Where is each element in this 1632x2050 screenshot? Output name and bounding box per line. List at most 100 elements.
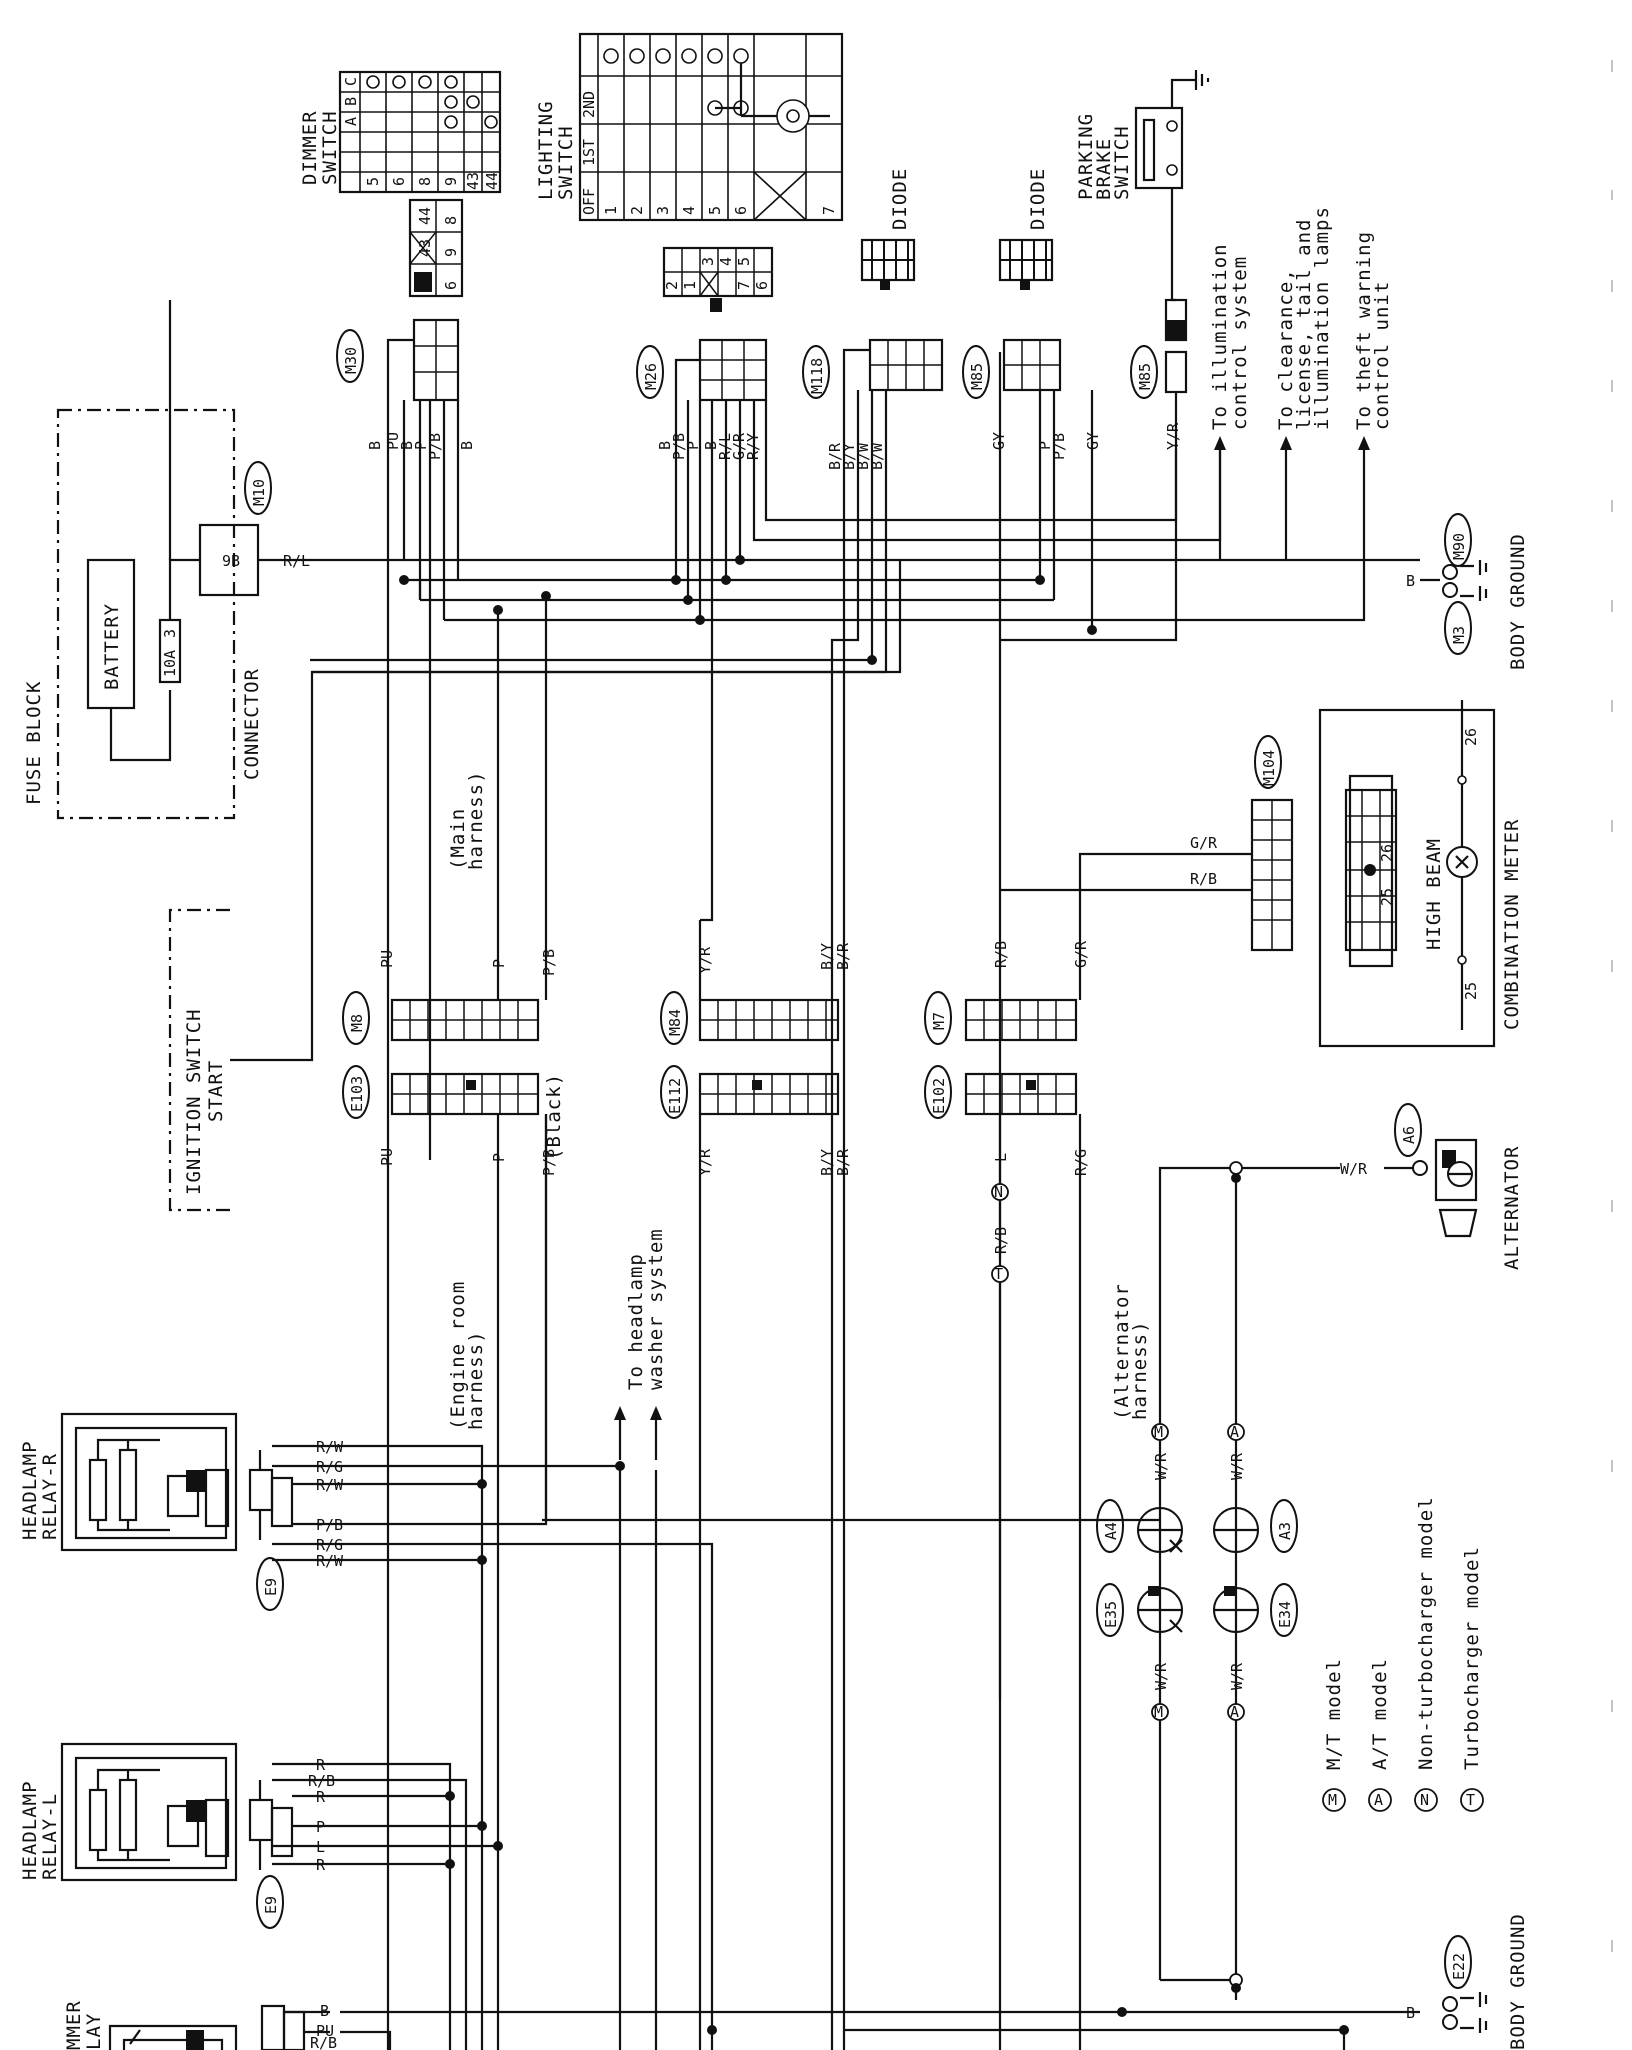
svg-text:W/R: W/R: [1340, 1160, 1368, 1178]
svg-text:To illumination: To illumination: [1209, 243, 1231, 430]
fuse-block: FUSE BLOCK BATTERY 10A 3 9B CONNECTOR M1…: [23, 300, 1420, 820]
svg-text:E9: E9: [262, 1578, 280, 1596]
svg-text:R/B: R/B: [992, 1227, 1010, 1254]
svg-text:B: B: [656, 441, 674, 450]
svg-text:DIODE: DIODE: [889, 168, 911, 230]
fuse-block-outline: [56, 408, 236, 820]
combination-meter: COMBINATION METER 26 25 HIGH BEAM 26 25 …: [1000, 700, 1523, 1048]
svg-text:1: 1: [681, 281, 699, 290]
m26-badge: [636, 345, 664, 399]
svg-text:M: M: [1328, 1791, 1337, 1809]
svg-text:B/W: B/W: [868, 442, 886, 470]
dimmer-connector-face: 44 43 8 9 6: [408, 198, 464, 298]
svg-text:26: 26: [1462, 728, 1480, 746]
svg-text:PU: PU: [378, 1148, 396, 1166]
svg-text:9: 9: [442, 248, 460, 257]
svg-text:25: 25: [1378, 888, 1396, 906]
e34-badge: E34: [1276, 1601, 1294, 1628]
m30-wires: B PU B P P/B B: [366, 400, 476, 2050]
svg-text:LAY: LAY: [83, 2013, 105, 2050]
svg-text:GY: GY: [1084, 432, 1102, 450]
svg-text:SWITCH: SWITCH: [1111, 125, 1133, 200]
svg-text:M104: M104: [1260, 750, 1278, 786]
svg-text:R/W: R/W: [316, 1438, 344, 1456]
m118-badge: [802, 345, 830, 399]
svg-text:5: 5: [735, 257, 753, 266]
svg-text:W/R: W/R: [1228, 1452, 1246, 1480]
svg-text:control unit: control unit: [1371, 281, 1393, 430]
svg-text:B: B: [1406, 2004, 1415, 2022]
svg-text:44: 44: [483, 172, 501, 190]
svg-text:HEADLAMP: HEADLAMP: [19, 1780, 41, 1880]
svg-text:R/W: R/W: [316, 1476, 344, 1494]
svg-text:3: 3: [699, 257, 717, 266]
m7-badge: M7: [930, 1012, 948, 1030]
svg-text:P/B: P/B: [670, 433, 688, 460]
svg-text:license, tail and: license, tail and: [1293, 219, 1315, 430]
connector-label: CONNECTOR: [241, 668, 263, 780]
svg-text:7: 7: [820, 206, 838, 215]
svg-text:44: 44: [416, 207, 434, 225]
svg-text:M10: M10: [250, 479, 268, 506]
svg-text:5: 5: [364, 177, 382, 186]
svg-text:Y/R: Y/R: [696, 946, 714, 974]
battery-label: BATTERY: [101, 603, 123, 690]
svg-text:M: M: [1154, 1703, 1163, 1721]
alt-harness-l2: harness): [1129, 1320, 1151, 1420]
svg-text:P/B: P/B: [316, 1516, 343, 1534]
e112-badge: E112: [666, 1078, 684, 1114]
e102-badge: E102: [930, 1078, 948, 1114]
svg-text:R/B: R/B: [992, 941, 1010, 968]
svg-text:B: B: [458, 441, 476, 450]
svg-text:T: T: [1466, 1791, 1475, 1809]
a6-badge: [1394, 1103, 1422, 1157]
svg-text:R/B: R/B: [1190, 870, 1217, 888]
svg-text:ALTERNATOR: ALTERNATOR: [1501, 1146, 1523, 1270]
svg-text:R/L: R/L: [716, 433, 734, 460]
svg-text:B: B: [398, 441, 416, 450]
svg-text:R: R: [316, 1788, 326, 1806]
svg-text:A: A: [1230, 1423, 1239, 1441]
svg-text:8: 8: [416, 177, 434, 186]
headlamp-washer: To headlamp washer system: [614, 1228, 667, 2050]
combination-meter-box: [1318, 708, 1496, 1048]
svg-text:7: 7: [735, 281, 753, 290]
m85-badge: [962, 345, 990, 399]
svg-text:illumination lamps: illumination lamps: [1311, 206, 1333, 430]
svg-text:3: 3: [654, 206, 672, 215]
svg-text:M/T model: M/T model: [1323, 1658, 1345, 1770]
svg-text:N: N: [994, 1183, 1003, 1201]
svg-text:Y/R: Y/R: [696, 1148, 714, 1176]
svg-text:9: 9: [442, 177, 460, 186]
connector-m84-e112: M84 E112 Y/R B/Y B/R Y/R B/Y B/R: [660, 920, 852, 2050]
svg-text:E9: E9: [262, 1896, 280, 1914]
ignition-line1: IGNITION SWITCH: [183, 1008, 205, 1195]
svg-text:W/R: W/R: [1152, 1662, 1170, 1690]
m26-connector: [698, 338, 768, 402]
svg-text:P: P: [1036, 441, 1054, 450]
svg-text:B: B: [366, 441, 384, 450]
svg-text:GY: GY: [990, 432, 1008, 450]
svg-text:R/G: R/G: [316, 1458, 343, 1476]
svg-text:A: A: [1230, 1703, 1239, 1721]
svg-text:26: 26: [1378, 844, 1396, 862]
e103-badge: E103: [348, 1076, 366, 1112]
svg-text:N: N: [1420, 1791, 1429, 1809]
diode-1-symbol-icon: [860, 238, 916, 290]
svg-text:G/R: G/R: [1072, 940, 1090, 968]
svg-text:M118: M118: [808, 358, 826, 394]
svg-text:HIGH BEAM: HIGH BEAM: [1423, 838, 1445, 950]
svg-text:P/B: P/B: [426, 433, 444, 460]
svg-text:43: 43: [416, 239, 434, 257]
m90-badge: [1444, 513, 1472, 567]
svg-text:P/B: P/B: [540, 1149, 558, 1176]
e9-badge-l: [256, 1875, 284, 1929]
black-label: (Black): [543, 1073, 565, 1160]
svg-text:R/B: R/B: [310, 2034, 337, 2050]
svg-text:To theft warning: To theft warning: [1353, 231, 1375, 430]
svg-text:5: 5: [706, 206, 724, 215]
lighting-connector-face: 2 1 3 4 5 7 6: [662, 246, 774, 312]
bus-lines: [310, 520, 1288, 674]
e22-badge: [1444, 1935, 1472, 1989]
svg-text:M30: M30: [342, 347, 360, 374]
